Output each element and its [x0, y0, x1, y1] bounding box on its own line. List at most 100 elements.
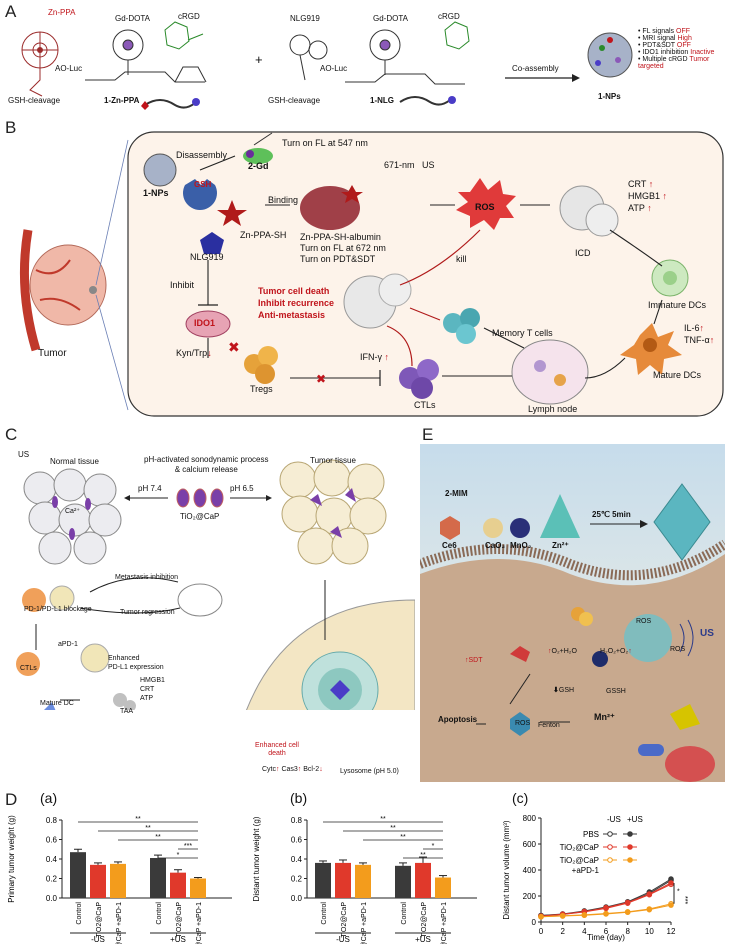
category-label: Control [401, 902, 408, 925]
prop-row: • FL signals OFF [638, 28, 691, 35]
y-axis-title: Primary tumor weight (g) [7, 815, 16, 903]
y-axis-title: Distant tumor volume (mm³) [502, 820, 511, 919]
panel-b-label: B [5, 118, 17, 137]
svg-text:✖: ✖ [228, 339, 240, 355]
bar [150, 858, 166, 898]
category-label: Control [76, 902, 83, 925]
data-point [603, 911, 609, 917]
bar [70, 852, 86, 898]
y-tick-label: 0.2 [291, 875, 303, 884]
immature-dc-label: Immature DCs [648, 300, 707, 310]
panel-d-label: D [5, 790, 18, 809]
cytc-label: Cytc [262, 766, 276, 773]
bar [190, 878, 206, 898]
x-tick-label: 6 [604, 927, 609, 936]
cytokines: IL-6↑ TNF-α↑ [684, 323, 715, 345]
data-point [538, 914, 544, 920]
binding-label: Binding [268, 195, 299, 205]
gsh-cleavage-label-2: GSH-cleavage [268, 96, 321, 105]
category-label: TiO2@CaP [341, 902, 348, 938]
category-label: TiO2@CaP [96, 902, 103, 938]
bar [110, 863, 126, 898]
data-point [668, 880, 674, 886]
marker-row: Cytc↑ Cas3↑ Bcl-2↓ [262, 766, 323, 773]
ph65-label: pH 6.5 [230, 484, 254, 493]
group-label: -US [336, 935, 350, 944]
bar [355, 864, 371, 898]
ce6-label: Ce6 [442, 541, 457, 550]
significance-mark: ** [145, 825, 151, 832]
data-point [581, 912, 588, 919]
cao2-label: CaO₂ [485, 541, 506, 550]
il6-label: IL-6 [684, 323, 700, 333]
bar [90, 864, 106, 898]
h2o2-label: H₂O₂+O₂↑ [600, 648, 632, 655]
outcome-3: Anti-metastasis [258, 310, 326, 320]
legend-marker [607, 831, 613, 837]
mno2-label: MnO₂ [510, 541, 532, 550]
mature-dc-label: Mature DCs [653, 370, 702, 380]
memory-t-label: Memory T cells [492, 328, 553, 338]
significance-mark: * [432, 843, 435, 850]
data-point [559, 913, 566, 919]
apd1-label: aPD-1 [58, 641, 78, 648]
crgd-label-2: cRGD [438, 12, 460, 21]
crt-label: CRT [628, 179, 647, 189]
data-point [624, 909, 631, 916]
gd-dota-label-2: Gd-DOTA [373, 14, 408, 23]
bar [395, 865, 411, 898]
bar [315, 862, 331, 898]
y-tick-label: 0.6 [291, 836, 303, 845]
2-mim-label: 2-MIM [445, 489, 468, 498]
kyn-trp-label: Kyn/Trp↓ [176, 348, 212, 358]
y-tick-label: 400 [523, 866, 537, 875]
panel-c-label: C [5, 425, 18, 444]
chart-a-label: (a) [40, 790, 58, 806]
svg-text:✖: ✖ [316, 372, 326, 386]
category-label: TiO2@CaP +aPD-1 [196, 902, 203, 944]
data-point [646, 891, 653, 897]
plus-sign: + [255, 52, 263, 67]
prop-row: • IDO1 inhibition Inactive [638, 49, 715, 56]
group-label: +US [415, 935, 431, 944]
o2-label: ↑O₂+H₂O [548, 648, 577, 655]
legend-header: -US [607, 815, 621, 824]
ctls-label-c: CTLs [20, 665, 37, 672]
pdt-sdt-label: Turn on PDT&SDT [300, 254, 376, 264]
panel-c-graphic [16, 459, 415, 710]
ros-e3: ROS [515, 720, 531, 727]
tumor-tissue-label: Tumor tissue [310, 456, 356, 465]
chart-c-label: (c) [512, 790, 529, 806]
legend-label: TiO₂@CaP [560, 856, 599, 865]
hmgb1-label: HMGB1 [628, 191, 661, 201]
y-tick-label: 200 [523, 892, 537, 901]
y-tick-label: 0.2 [46, 875, 58, 884]
crgd-label-1: cRGD [178, 12, 200, 21]
category-label: Control [321, 902, 328, 925]
legend-label: TiO₂@CaP [560, 843, 599, 852]
y-tick-label: 0.8 [46, 816, 58, 825]
mn-label: Mn²⁺ [594, 712, 615, 722]
nps-label-b: 1-NPs [143, 188, 169, 198]
data-point [603, 904, 609, 911]
significance-mark: * [177, 852, 180, 859]
process-label: pH-activated sonodynamic process & calci… [144, 455, 269, 474]
y-tick-label: 0 [532, 918, 537, 927]
nlg919-label-b: NLG919 [190, 252, 224, 262]
gssh-label: GSSH [606, 688, 626, 695]
legend-label: +aPD-1 [572, 866, 600, 875]
ph74-label: pH 7.4 [138, 484, 162, 493]
lymph-node-label: Lymph node [528, 404, 578, 414]
gsh-cleavage-label-1: GSH-cleavage [8, 96, 61, 105]
laser-label: 671-nm [384, 160, 415, 170]
y-tick-label: 0.8 [291, 816, 303, 825]
dc-markers: CRT ↑ HMGB1 ↑ ATP ↑ [628, 179, 668, 213]
mature-dc-label-c: Mature DC [40, 700, 74, 707]
prop-row: • Multiple cRGD Tumor targeted [638, 56, 710, 70]
tio2-label-c: TiO₂@CaP [180, 512, 220, 521]
outcome-block: Tumor cell death Inhibit recurrence Anti… [258, 285, 334, 321]
zn-ppa-label: Zn-PPA [48, 8, 76, 17]
y-tick-label: 800 [523, 814, 537, 823]
legend-label: PBS [583, 830, 599, 839]
